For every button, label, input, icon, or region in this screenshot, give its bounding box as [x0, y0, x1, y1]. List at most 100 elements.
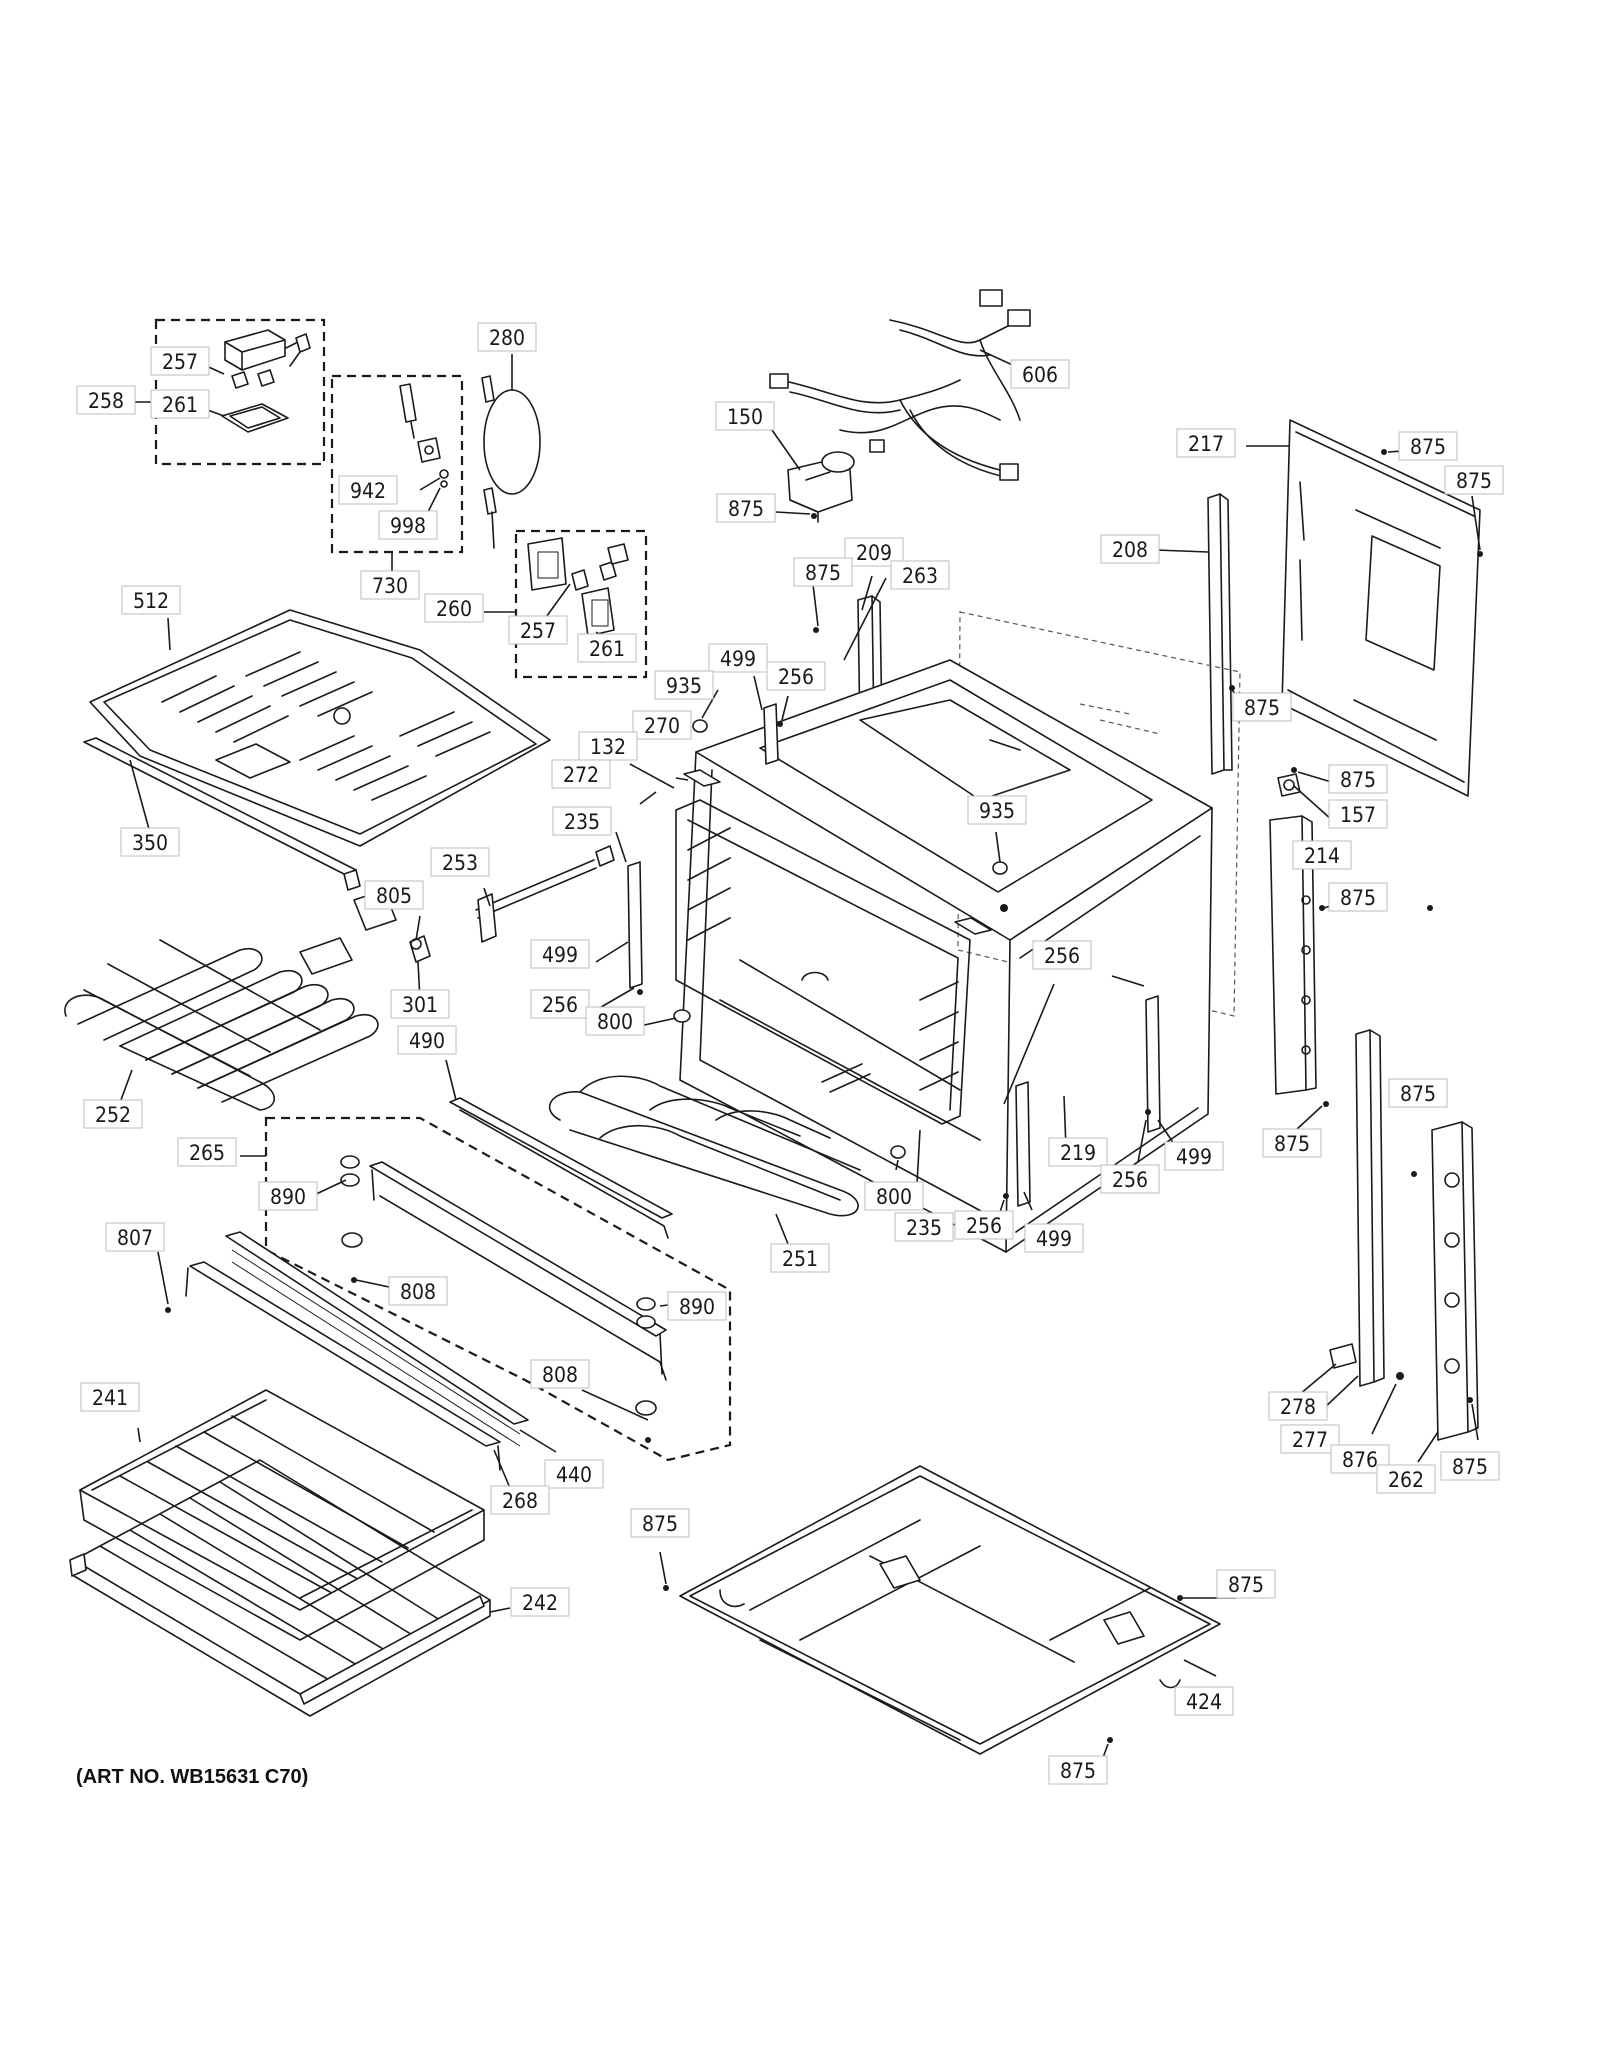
callout-box — [1328, 764, 1388, 794]
callout-251: 251 — [770, 1243, 830, 1273]
callout-box — [770, 1243, 830, 1273]
callout-157: 157 — [1328, 799, 1388, 829]
callout-box — [1100, 534, 1160, 564]
callout-number: 512 — [133, 589, 169, 613]
callout-number: 256 — [1044, 944, 1080, 968]
callout-box — [490, 1485, 550, 1515]
callout-935: 935 — [654, 670, 714, 700]
callout-number: 270 — [644, 714, 680, 738]
callout-box — [530, 1359, 590, 1389]
callout-box — [1024, 1223, 1084, 1253]
callout-box — [1164, 1141, 1224, 1171]
callout-box — [667, 1291, 727, 1321]
callout-box — [552, 806, 612, 836]
callout-box — [360, 570, 420, 600]
part-217-rear-panel — [1281, 419, 1481, 797]
rack-frame-front — [675, 769, 992, 1125]
callout-box — [508, 615, 568, 645]
callout-number: 253 — [442, 851, 478, 875]
callout-number: 935 — [666, 674, 702, 698]
callout-number: 257 — [162, 350, 198, 374]
callout-242: 242 — [510, 1587, 570, 1617]
callout-number: 277 — [1292, 1428, 1328, 1452]
callout-number: 875 — [1452, 1455, 1488, 1479]
callout-box — [1010, 359, 1070, 389]
callout-number: 301 — [402, 993, 438, 1017]
callout-875: 875 — [1216, 1569, 1276, 1599]
callout-box — [530, 989, 590, 1019]
callout-number: 730 — [372, 574, 408, 598]
callout-number: 235 — [906, 1216, 942, 1240]
callout-number: 157 — [1340, 803, 1376, 827]
callout-box — [1292, 840, 1352, 870]
callout-box — [1216, 1569, 1276, 1599]
callout-262: 262 — [1376, 1464, 1436, 1494]
callout-number: 261 — [589, 637, 625, 661]
callout-box — [1032, 940, 1092, 970]
callout-263: 263 — [890, 560, 950, 590]
callout-424: 424 — [1174, 1686, 1234, 1716]
part-253-probe-jack — [475, 845, 615, 943]
callout-box — [1048, 1755, 1108, 1785]
callout-150: 150 — [715, 401, 775, 431]
callout-number: 808 — [400, 1280, 436, 1304]
callout-257: 257 — [508, 615, 568, 645]
callout-number: 875 — [1410, 435, 1446, 459]
callout-box — [967, 795, 1027, 825]
callout-265: 265 — [177, 1137, 237, 1167]
callout-number: 998 — [390, 514, 426, 538]
callout-number: 278 — [1280, 1395, 1316, 1419]
callout-890: 890 — [667, 1291, 727, 1321]
callout-number: 875 — [805, 561, 841, 585]
callout-998: 998 — [378, 510, 438, 540]
callout-box — [1232, 692, 1292, 722]
callout-number: 800 — [876, 1185, 912, 1209]
callout-219: 219 — [1048, 1137, 1108, 1167]
part-241-rack — [79, 1389, 485, 1641]
callout-277: 277 — [1280, 1424, 1340, 1454]
part-214-side-duct — [1269, 815, 1317, 1095]
callout-number: 252 — [95, 1103, 131, 1127]
callout-807: 807 — [105, 1222, 165, 1252]
callout-490: 490 — [397, 1025, 457, 1055]
callout-box — [177, 1137, 237, 1167]
callout-box — [1398, 431, 1458, 461]
callout-number: 251 — [782, 1247, 818, 1271]
callout-box — [80, 1382, 140, 1412]
callout-number: 150 — [727, 405, 763, 429]
callout-number: 242 — [522, 1591, 558, 1615]
callout-box — [585, 1006, 645, 1036]
oven-cavity — [679, 611, 1241, 1253]
callout-box — [716, 493, 776, 523]
callout-875: 875 — [716, 493, 776, 523]
callout-number: 805 — [376, 884, 412, 908]
callout-box — [954, 1210, 1014, 1240]
part-262-hinge-cover — [1431, 1121, 1479, 1441]
part-606-wire-harness — [769, 289, 1031, 481]
callout-box — [577, 633, 637, 663]
callout-box — [654, 670, 714, 700]
callout-box — [1176, 428, 1236, 458]
callout-box — [1262, 1128, 1322, 1158]
callout-440: 440 — [544, 1459, 604, 1489]
callout-number: 217 — [1188, 432, 1224, 456]
callout-258: 258 — [76, 385, 136, 415]
callout-730: 730 — [360, 570, 420, 600]
fasteners — [165, 449, 1483, 1743]
callout-box — [430, 847, 490, 877]
callout-number: 350 — [132, 831, 168, 855]
callout-box — [150, 346, 210, 376]
callout-number: 875 — [1340, 886, 1376, 910]
kit-260-box — [514, 529, 648, 679]
kit-730-box — [330, 374, 464, 554]
callout-number: 256 — [778, 665, 814, 689]
callout-214: 214 — [1292, 840, 1352, 870]
callout-number: 263 — [902, 564, 938, 588]
callout-box — [1328, 882, 1388, 912]
callout-499: 499 — [1164, 1141, 1224, 1171]
kit-258-box — [154, 318, 326, 466]
part-157-sensor — [1277, 773, 1301, 797]
callout-number: 235 — [564, 810, 600, 834]
callout-number: 256 — [1112, 1168, 1148, 1192]
callout-875: 875 — [1388, 1078, 1448, 1108]
